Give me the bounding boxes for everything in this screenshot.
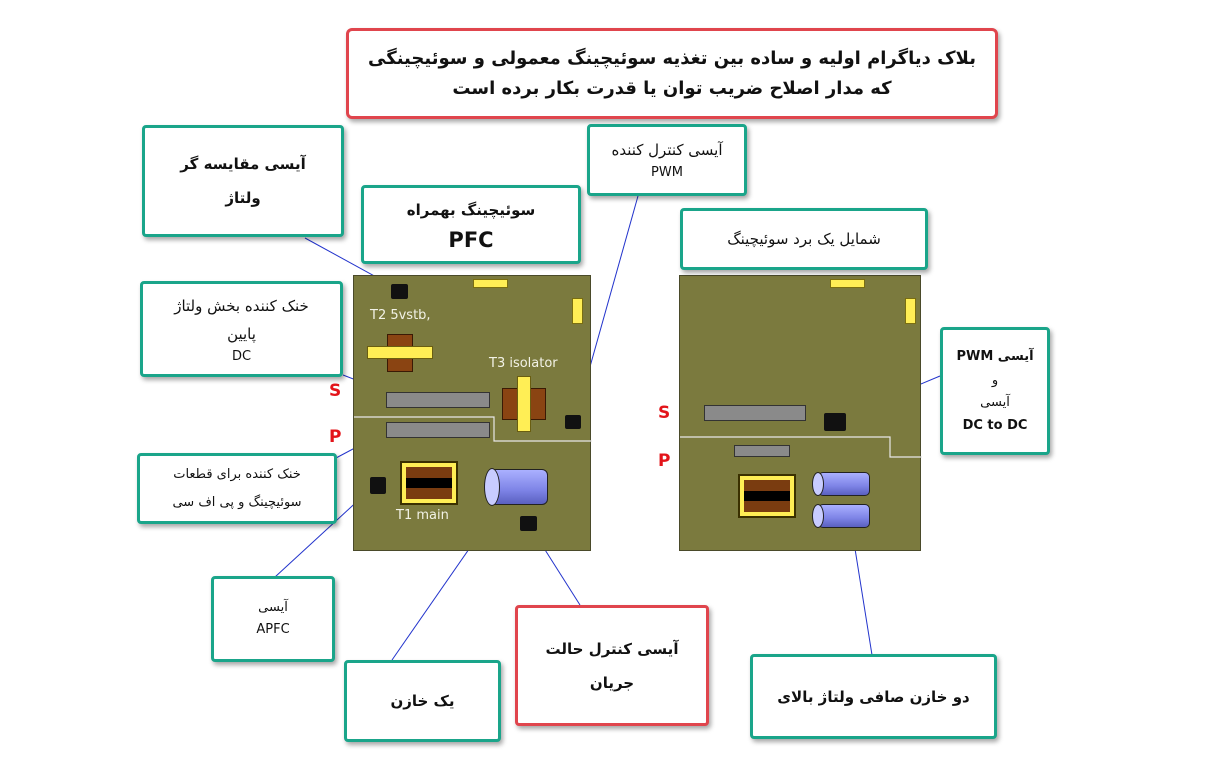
switching-board-text: شمایل یک برد سوئیچینگ — [727, 230, 881, 248]
header-line-2: که مدار اصلاح ضریب توان یا قدرت بکار برد… — [452, 77, 892, 99]
pwm-control-text-2: PWM — [651, 165, 683, 180]
pwm-control-callout: آیسی کنترل کننده PWM — [587, 124, 747, 196]
comparator-ic — [391, 284, 408, 299]
low-dc-text-2: پایین — [227, 325, 256, 343]
pwm-dc-text-3: آیسی — [980, 395, 1010, 410]
right-board — [679, 275, 922, 551]
comparator-callout: آیسی مقایسه گر ولتاژ — [142, 125, 344, 237]
left-s-label: S — [329, 381, 342, 401]
switch-pfc-text-2: سوئیچینگ و پی اف سی — [172, 494, 302, 510]
current-mode-callout: آیسی کنترل حالت جریان — [515, 605, 709, 726]
pwm-dc-callout: آیسی PWM و آیسی DC to DC — [940, 327, 1050, 455]
pwm-dc-text-1: آیسی PWM — [956, 349, 1034, 364]
right-s-label: S — [658, 403, 671, 423]
left-p-label: P — [329, 427, 342, 447]
low-dc-text-1: خنک کننده بخش ولتاژ — [174, 297, 309, 315]
one-capacitor-shape — [482, 468, 552, 508]
current-mode-ic — [520, 516, 537, 531]
header-box: بلاک دیاگرام اولیه و ساده بین تغذیه سوئی… — [346, 28, 998, 119]
t2-label: T2 5vstb, — [370, 308, 431, 323]
switch-pfc-heatsink — [386, 422, 490, 438]
pfc-switching-text-1: سوئیچینگ بهمراه — [406, 200, 536, 219]
capacitor-top-shape — [812, 472, 872, 498]
right-main-transformer — [738, 474, 796, 518]
left-top-connector — [473, 279, 508, 288]
t3-label: T3 isolator — [489, 356, 558, 371]
pfc-switching-text-2: PFC — [448, 227, 494, 252]
right-heatsink — [704, 405, 806, 421]
left-side-connector — [572, 298, 583, 324]
pwm-dc-text-4: DC to DC — [962, 418, 1028, 433]
pwm-control-text-1: آیسی کنترل کننده — [611, 141, 723, 159]
capacitor-bottom-shape — [812, 504, 872, 530]
apfc-text-2: APFC — [256, 622, 290, 637]
apfc-text-1: آیسی — [258, 600, 288, 615]
current-mode-text-1: آیسی کنترل حالت — [545, 639, 679, 658]
one-capacitor-text: یک خازن — [390, 692, 455, 710]
pwm-dc-ic — [824, 413, 846, 431]
one-capacitor-callout: یک خازن — [344, 660, 501, 742]
apfc-callout: آیسی APFC — [211, 576, 335, 662]
switch-pfc-heatsink-callout: خنک کننده برای قطعات سوئیچینگ و پی اف سی — [137, 453, 337, 524]
right-side-connector — [905, 298, 916, 324]
switching-board-callout: شمایل یک برد سوئیچینگ — [680, 208, 928, 270]
right-p-label: P — [658, 451, 671, 471]
switch-pfc-text-1: خنک کننده برای قطعات — [173, 466, 301, 482]
low-dc-heatsink — [386, 392, 490, 408]
left-board-divider — [354, 416, 592, 442]
pwm-dc-text-2: و — [991, 373, 999, 388]
apfc-ic — [370, 477, 386, 494]
two-capacitors-callout: دو خازن صافی ولتاژ بالای — [750, 654, 997, 739]
current-mode-text-2: جریان — [589, 673, 635, 692]
low-dc-text-3: DC — [231, 349, 252, 364]
t2-transformer — [367, 334, 433, 372]
right-small-heatsink — [734, 445, 790, 457]
t3-transformer — [502, 376, 546, 432]
header-line-1: بلاک دیاگرام اولیه و ساده بین تغذیه سوئی… — [368, 47, 976, 69]
two-capacitors-text: دو خازن صافی ولتاژ بالای — [777, 687, 970, 706]
low-dc-heatsink-callout: خنک کننده بخش ولتاژ پایین DC — [140, 281, 343, 377]
right-board-divider — [680, 436, 922, 458]
comparator-text-2: ولتاژ — [225, 189, 261, 207]
pfc-switching-callout: سوئیچینگ بهمراه PFC — [361, 185, 581, 264]
right-top-connector — [830, 279, 865, 288]
comparator-text-1: آیسی مقایسه گر — [180, 155, 306, 173]
t1-label: T1 main — [396, 508, 449, 523]
pwm-control-ic — [565, 415, 581, 429]
left-board: T2 5vstb, T3 isolator T1 main — [353, 275, 592, 551]
t1-main-transformer — [400, 461, 458, 505]
